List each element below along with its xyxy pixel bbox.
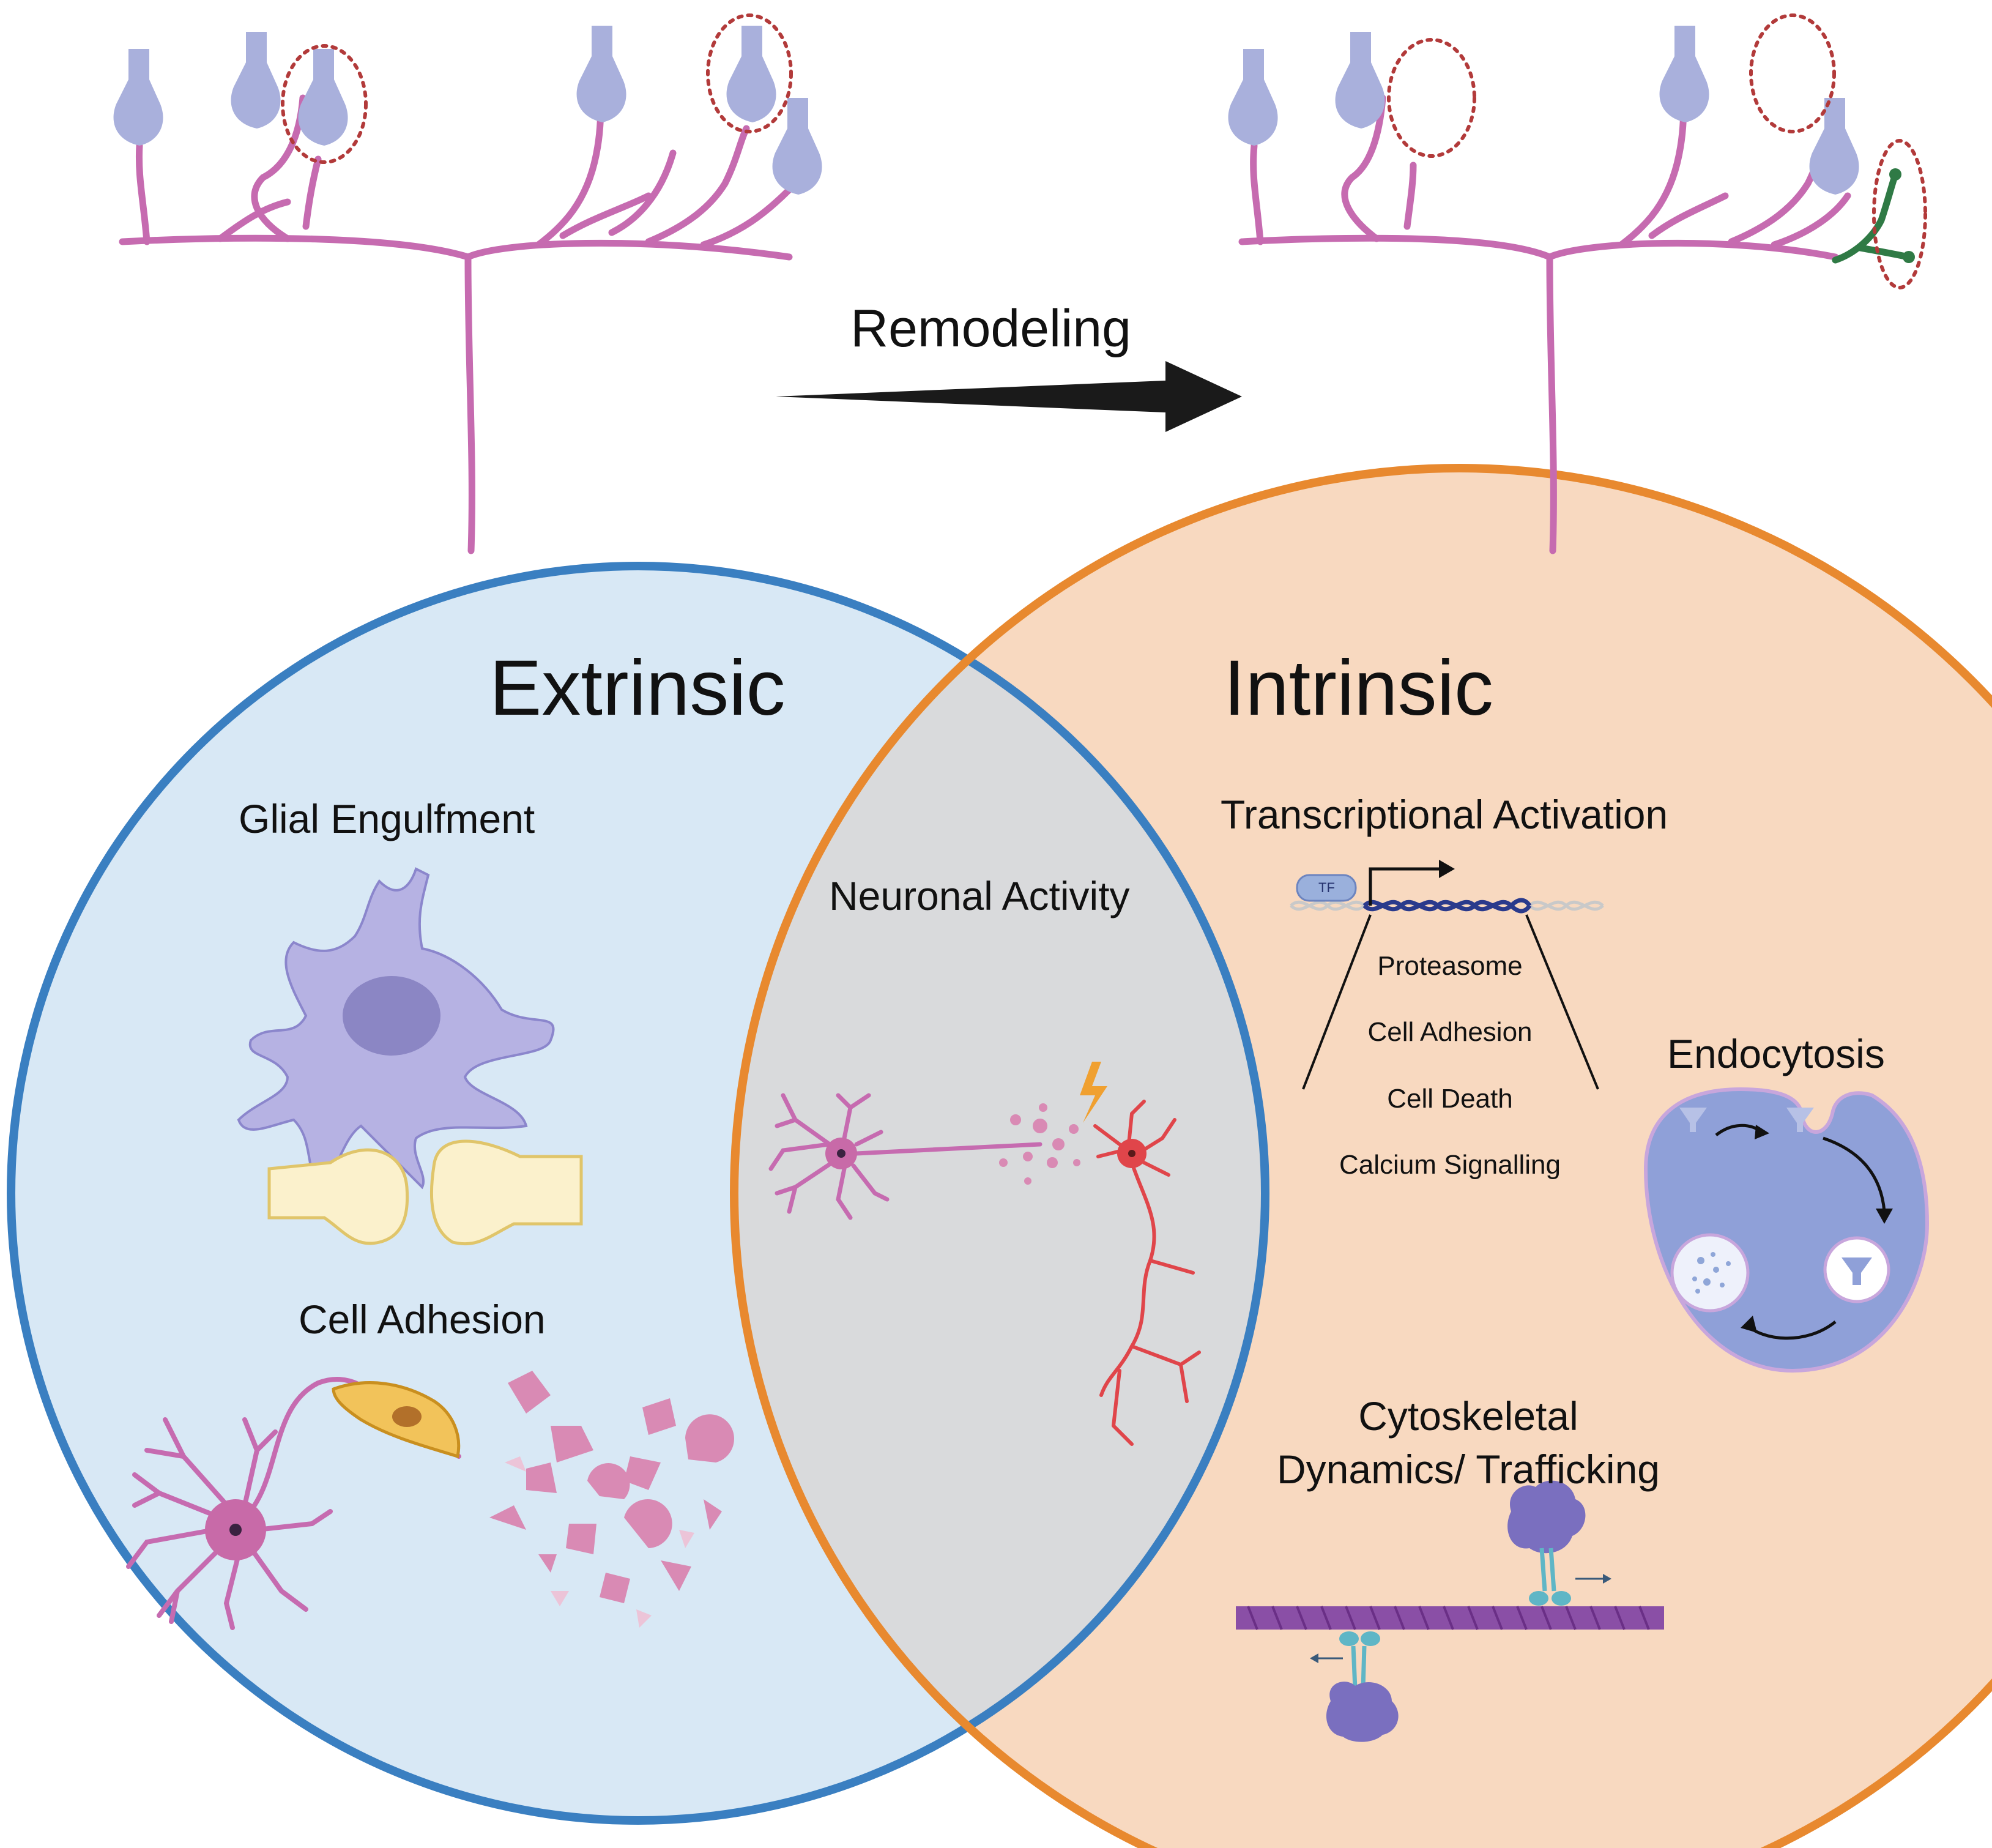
motor-top xyxy=(1507,1480,1611,1606)
remodeling-arrow xyxy=(776,361,1242,432)
dendrite-before xyxy=(119,76,793,554)
expansion-left xyxy=(1302,914,1372,1090)
activity-illustration xyxy=(768,1062,1201,1446)
cell-adhesion-label: Cell Adhesion xyxy=(299,1297,546,1342)
presynaptic-terminal xyxy=(267,1148,409,1245)
remodeling-label: Remodeling xyxy=(850,299,1131,358)
motor-bottom xyxy=(1310,1631,1399,1742)
dendrite-after xyxy=(1238,76,1851,554)
synapses-before xyxy=(113,26,822,195)
endocytosis-label: Endocytosis xyxy=(1667,1031,1885,1076)
cytoskeletal-label-line2: Dynamics/ Trafficking xyxy=(1277,1447,1660,1492)
microtubule xyxy=(1236,1606,1664,1630)
marker-circles-before xyxy=(281,13,793,164)
vesicles xyxy=(999,1103,1080,1185)
transcriptional-activation-label: Transcriptional Activation xyxy=(1221,792,1668,837)
postsynaptic-terminal xyxy=(429,1139,583,1246)
glia-illustration xyxy=(237,867,583,1246)
intrinsic-title: Intrinsic xyxy=(1224,644,1493,732)
glial-nucleus xyxy=(343,976,440,1056)
tf-badge-shape xyxy=(1296,874,1357,902)
gene-target-cell-death: Cell Death xyxy=(1387,1084,1513,1114)
overlap-region xyxy=(734,566,1265,1820)
gene-target-calcium-signalling: Calcium Signalling xyxy=(1339,1150,1561,1180)
neuronal-activity-label: Neuronal Activity xyxy=(829,873,1130,918)
synapses-after xyxy=(1228,26,1859,195)
adhesion-illustration xyxy=(126,1371,734,1630)
expansion-right xyxy=(1525,914,1599,1090)
cytoskeleton-illustration xyxy=(1236,1480,1664,1742)
gene-target-cell-adhesion: Cell Adhesion xyxy=(1367,1017,1533,1047)
marker-circles-after xyxy=(1387,13,1927,289)
venn-diagram xyxy=(7,464,1992,1848)
endocytosis-illustration xyxy=(1643,1087,1930,1373)
cytoskeletal-label-line1: Cytoskeletal xyxy=(1358,1393,1578,1439)
transcription-illustration xyxy=(1290,860,1604,1090)
extrinsic-title: Extrinsic xyxy=(489,644,786,732)
lightning-icon xyxy=(1080,1062,1107,1123)
tss-arrow xyxy=(1369,867,1439,906)
gene-target-proteasome: Proteasome xyxy=(1377,951,1523,981)
faded-fragments xyxy=(505,1456,694,1628)
debris-fragments xyxy=(489,1371,734,1603)
glial-engulfment-label: Glial Engulfment xyxy=(239,796,535,841)
new-branch-tips xyxy=(1889,168,1915,263)
tf-badge-label: TF xyxy=(1318,880,1335,895)
